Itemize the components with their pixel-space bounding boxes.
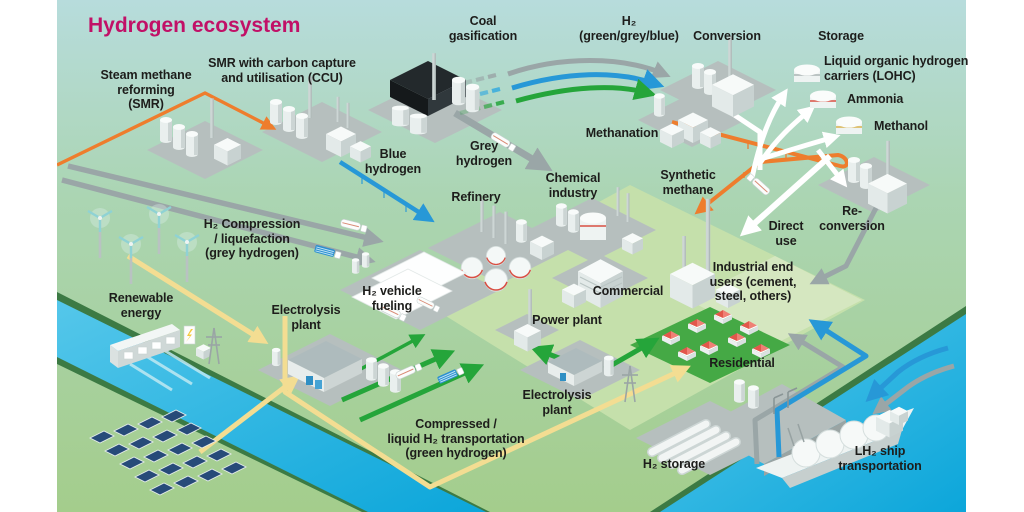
port-route-blue xyxy=(774,319,869,458)
sea-route-grey xyxy=(872,363,955,415)
label-power-plant: Power plant xyxy=(532,313,602,327)
label-commercial: Commercial xyxy=(592,284,664,298)
h2-grey-flow xyxy=(507,58,671,79)
label-ammonia: Ammonia xyxy=(847,92,904,106)
electrolysis-plant-left xyxy=(272,341,401,393)
label-electrolysis-plant-top: Electrolysis plant xyxy=(271,303,341,332)
label-compressed-transportation: Compressed / liquid H₂ transportation (g… xyxy=(387,417,525,460)
to-reconversion-arrow xyxy=(816,148,848,188)
reconversion-out-route xyxy=(809,206,879,285)
to-lohc-arrow xyxy=(749,88,788,179)
grid-power-line xyxy=(282,316,691,490)
label-h2-vehicle-fueling: H₂ vehicle fueling xyxy=(362,284,422,313)
to-ammonia-arrow xyxy=(755,105,816,168)
diagram-title: Hydrogen ecosystem xyxy=(88,14,301,37)
label-methanol: Methanol xyxy=(874,119,929,133)
label-h2-mix: H₂ (green/grey/blue) xyxy=(579,14,679,43)
coal-gasification-plant xyxy=(390,53,480,135)
h2-fueling-station xyxy=(351,251,467,323)
label-blue-hydrogen: Blue hydrogen xyxy=(364,147,422,176)
label-methanation: Methanation xyxy=(585,126,659,140)
wind-power-line xyxy=(126,253,269,345)
commercial-building xyxy=(562,259,623,308)
blue-hydrogen-pipe-icon xyxy=(338,160,435,223)
label-synthetic-methane: Synthetic methane xyxy=(660,168,716,197)
hydro-dam xyxy=(110,324,211,392)
label-conversion: Conversion xyxy=(693,29,761,43)
label-h2-compression: H₂ Compression / liquefaction (grey hydr… xyxy=(203,217,301,260)
label-reconversion: Re- conversion xyxy=(819,204,885,233)
lightning-bolt-icon xyxy=(186,329,193,342)
h2-storage-tubes xyxy=(647,379,759,475)
label-smr-ccu: SMR with carbon capture and utilisation … xyxy=(208,56,356,85)
label-lohc: Liquid organic hydrogen carriers (LOHC) xyxy=(824,54,969,83)
direct-use-arrow xyxy=(739,153,832,237)
label-grey-hydrogen: Grey hydrogen xyxy=(455,139,513,168)
label-electrolysis-plant-bottom: Electrolysis plant xyxy=(522,388,592,417)
sea-route-blue xyxy=(865,345,949,402)
label-h2-storage: H₂ storage xyxy=(642,457,706,471)
h2-green-flow xyxy=(515,78,657,104)
illustration-canvas xyxy=(56,0,966,512)
smr-truck-route-1 xyxy=(67,163,384,247)
label-chemical-industry: Chemical industry xyxy=(545,171,601,200)
port-route-grey xyxy=(752,333,846,465)
port-cranes xyxy=(773,387,798,414)
label-renewable-energy: Renewable energy xyxy=(108,291,174,320)
label-refinery: Refinery xyxy=(451,190,501,204)
lohc-tank-icon xyxy=(794,64,820,82)
label-industrial-end-users: Industrial end users (cement, steel, oth… xyxy=(709,260,797,303)
label-lh2-ship: LH₂ ship transportation xyxy=(838,444,922,473)
label-coal-gasification: Coal gasification xyxy=(448,14,518,43)
green-truck-route-2 xyxy=(358,363,485,423)
methanol-tank-icon xyxy=(836,116,862,134)
label-residential: Residential xyxy=(709,356,775,370)
storage-tanks xyxy=(794,64,862,134)
natural-gas-line-icon xyxy=(56,91,277,167)
label-smr: Steam methane reforming (SMR) xyxy=(100,68,192,111)
label-direct-use: Direct use xyxy=(768,219,804,248)
chemical-industry-plant xyxy=(556,187,643,255)
electrolysis-plant-bottom xyxy=(548,348,614,386)
substation xyxy=(183,325,211,360)
solar-power-line xyxy=(198,375,301,454)
illustration-svg xyxy=(56,0,966,512)
to-methanol-arrow xyxy=(763,131,841,161)
label-storage: Storage xyxy=(818,29,864,43)
lh2-ship xyxy=(756,406,914,488)
ammonia-tank-icon xyxy=(810,90,836,108)
